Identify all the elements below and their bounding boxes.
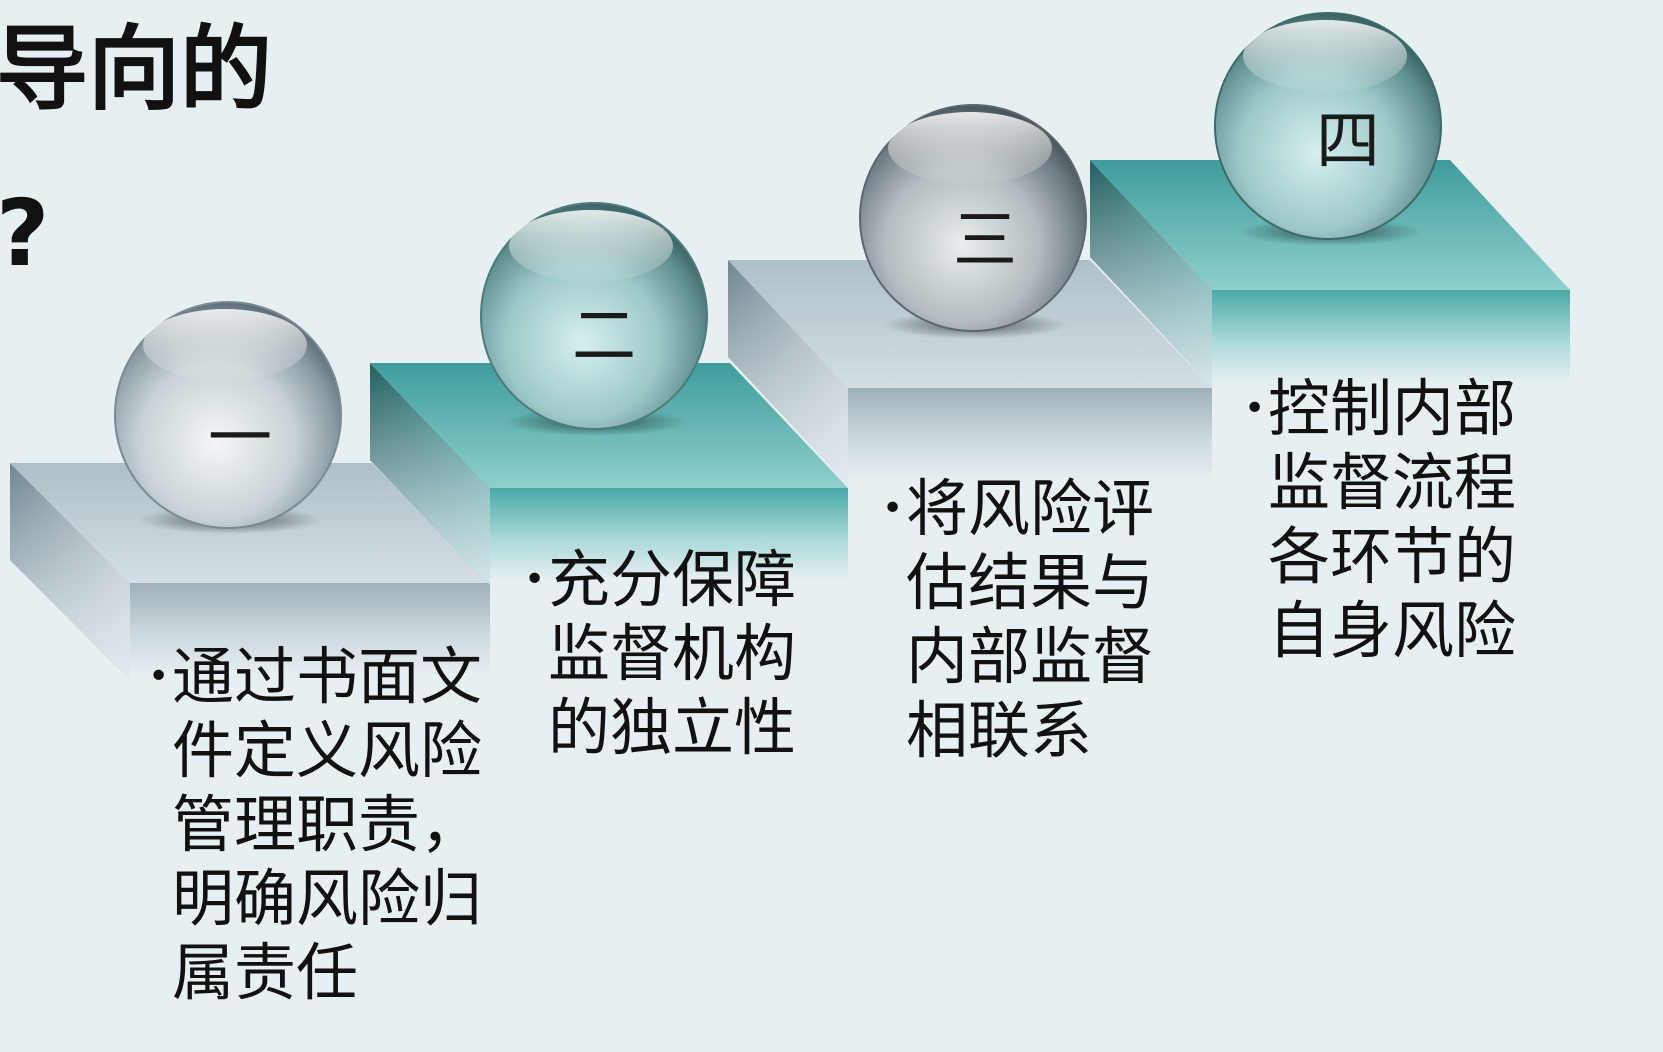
slide-title-line-2: ? [0,180,50,287]
sphere-1-label: 一 [208,402,272,476]
step-3-text: 将风险评估结果与内部监督相联系 [906,472,1155,767]
step-3-description: • 将风险评估结果与内部监督相联系 [882,472,1166,768]
sphere-1: 一 [114,301,342,534]
step-4-description: • 控制内部监督流程各环节的自身风险 [1244,372,1528,668]
step-4-text: 控制内部监督流程各环节的自身风险 [1268,372,1517,667]
step-4-block [1090,160,1570,387]
bullet-icon: • [1244,388,1266,429]
sphere-4: 四 [1214,12,1442,246]
bullet-icon: • [524,559,546,600]
step-2-text: 充分保障监督机构的独立性 [548,543,797,764]
bullet-icon: • [882,488,904,529]
sphere-2: 二 [480,202,708,436]
sphere-4-label: 四 [1316,105,1380,179]
sphere-3-label: 三 [953,204,1017,278]
step-1-description: • 通过书面文件定义风险管理职责，明确风险归属责任 [148,640,492,1010]
sphere-2-label: 二 [572,300,636,374]
bullet-icon: • [148,656,170,697]
slide-title-line-1: 导向的 [0,16,273,123]
step-1-text: 通过书面文件定义风险管理职责，明确风险归属责任 [172,640,483,1009]
sphere-3: 三 [859,104,1087,339]
step-2-description: • 充分保障监督机构的独立性 [524,543,808,765]
